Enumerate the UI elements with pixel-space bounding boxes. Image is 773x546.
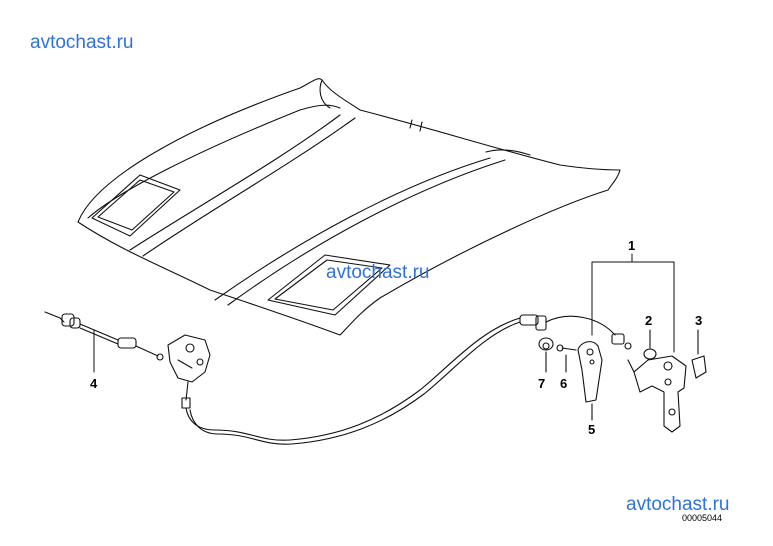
part-2-washer [643,329,657,360]
callout-7: 7 [538,376,546,391]
callout-3: 3 [695,313,703,328]
mounting-bracket [627,355,687,433]
part-6-screw [556,344,577,373]
hood-lock-latch [167,334,211,409]
watermark-bottom-right: avtochast.ru [626,494,730,515]
callout-bracket-1 [591,253,675,353]
part-3-clip [691,329,707,379]
watermark-center: avtochast.ru [326,262,430,283]
release-cable [185,314,632,445]
callout-2: 2 [645,313,653,328]
callout-1: 1 [628,238,636,253]
part-5-handle [577,341,603,421]
part-7-nut [538,337,554,373]
watermark-top-left: avtochast.ru [30,32,134,53]
drawing-code: 00005044 [682,513,723,523]
callout-6: 6 [560,376,568,391]
callout-5: 5 [588,422,596,437]
cable-part-4 [44,311,164,361]
callout-4: 4 [90,376,98,391]
hood-panel [77,78,621,336]
